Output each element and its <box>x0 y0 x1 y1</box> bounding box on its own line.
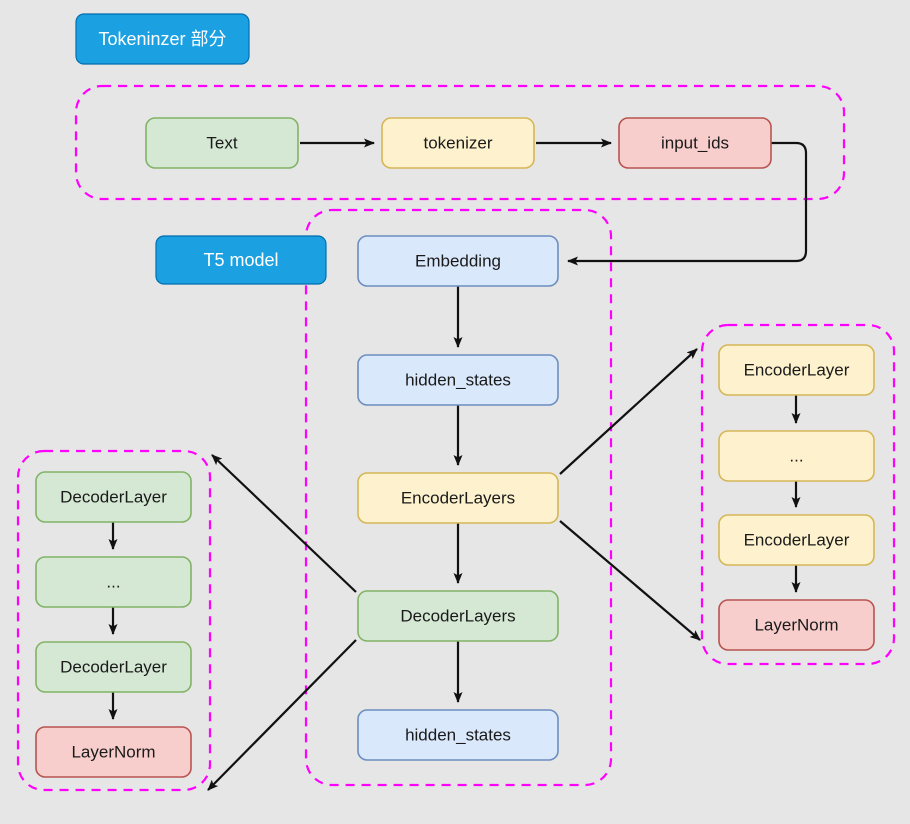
node-decoder-layer-first[interactable]: DecoderLayer <box>35 471 192 523</box>
node-tokenizer[interactable]: tokenizer <box>381 117 535 169</box>
node-embedding[interactable]: Embedding <box>357 235 559 287</box>
badge-t5-model[interactable]: T5 model <box>155 235 327 285</box>
node-decoder-layer-last[interactable]: DecoderLayer <box>35 641 192 693</box>
node-encoder-layers[interactable]: EncoderLayers <box>357 472 559 524</box>
edge-input-ids-to-embedding <box>567 141 808 266</box>
node-encoder-layers-box <box>357 472 559 524</box>
node-encoder-layernorm[interactable]: LayerNorm <box>718 599 875 651</box>
node-encoder-layer-ellipsis[interactable]: ... <box>718 430 875 482</box>
node-decoder-layer-first-box <box>35 471 192 523</box>
node-embedding-box <box>357 235 559 287</box>
node-decoder-layernorm[interactable]: LayerNorm <box>35 726 192 778</box>
node-text[interactable]: Text <box>145 117 299 169</box>
node-decoder-layer-last-box <box>35 641 192 693</box>
group-encoder-stack-boundary <box>700 323 896 666</box>
node-input-ids[interactable]: input_ids <box>618 117 772 169</box>
node-decoder-layer-ellipsis[interactable]: ... <box>35 556 192 608</box>
node-text-box <box>145 117 299 169</box>
node-encoder-layernorm-box <box>718 599 875 651</box>
node-tokenizer-box <box>381 117 535 169</box>
edge-decoder-layers-to-decoder-stack-bottom <box>207 639 357 791</box>
node-encoder-layer-last[interactable]: EncoderLayer <box>718 514 875 566</box>
group-t5-model-boundary <box>304 208 613 787</box>
badge-tokenizer-section[interactable]: Tokeninzer 部分 <box>75 13 250 65</box>
node-decoder-layernorm-box <box>35 726 192 778</box>
edge-encoder-layers-to-encoder-stack-bottom <box>559 520 701 641</box>
node-decoder-layer-ellipsis-box <box>35 556 192 608</box>
node-decoder-layers[interactable]: DecoderLayers <box>357 590 559 642</box>
badge-t5-model-box <box>155 235 327 285</box>
node-hidden-states-decoder-output-box <box>357 709 559 761</box>
edges-layer <box>108 138 808 791</box>
edge-encoder-layers-to-encoder-stack-top <box>559 348 698 475</box>
node-encoder-layer-last-box <box>718 514 875 566</box>
node-hidden-states-encoder-input[interactable]: hidden_states <box>357 354 559 406</box>
node-decoder-layers-box <box>357 590 559 642</box>
group-boundaries-layer <box>16 84 896 792</box>
group-tokenizer-boundary <box>74 84 846 201</box>
node-hidden-states-encoder-input-box <box>357 354 559 406</box>
badge-tokenizer-section-box <box>75 13 250 65</box>
group-decoder-stack-boundary <box>16 449 212 792</box>
node-hidden-states-decoder-output[interactable]: hidden_states <box>357 709 559 761</box>
node-encoder-layer-first[interactable]: EncoderLayer <box>718 344 875 396</box>
edge-decoder-layers-to-decoder-stack-top <box>211 454 357 593</box>
node-encoder-layer-first-box <box>718 344 875 396</box>
node-input-ids-box <box>618 117 772 169</box>
node-encoder-layer-ellipsis-box <box>718 430 875 482</box>
